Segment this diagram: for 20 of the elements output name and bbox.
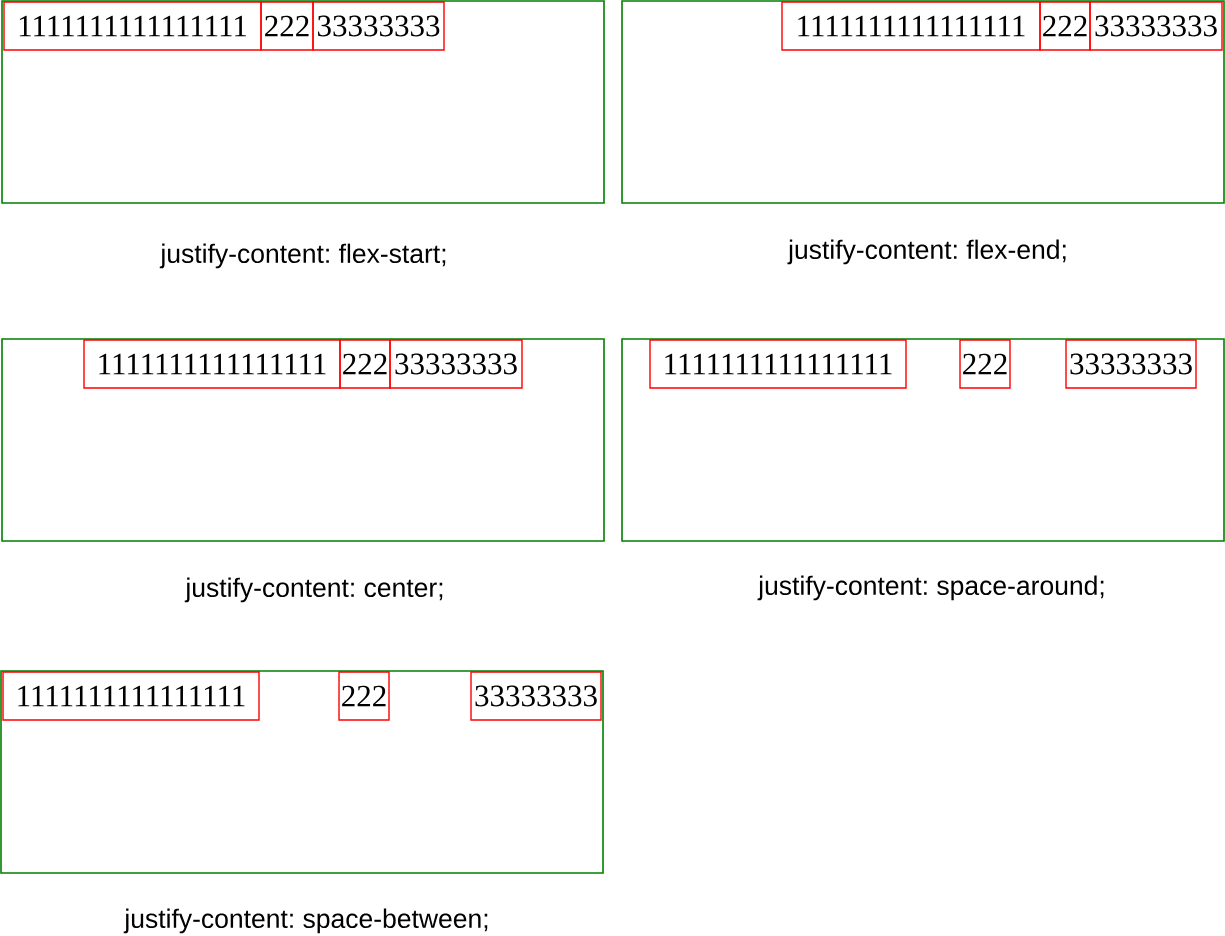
flex-item-box: 222: [338, 671, 390, 721]
flex-item-box: 1111111111111111: [781, 1, 1041, 51]
flex-item-box: 33333333: [1089, 1, 1223, 51]
flex-item-box: 1111111111111111: [3, 1, 262, 51]
flex-item-box: 33333333: [312, 1, 445, 51]
flex-item-box: 33333333: [1065, 339, 1197, 389]
flex-item-box: 1111111111111111: [649, 339, 907, 389]
flex-item-box: 222: [959, 339, 1011, 389]
box-label: justify-content: space-around;: [757, 575, 1104, 601]
box-label: justify-content: space-between;: [123, 908, 488, 934]
flex-item-box: 222: [1039, 1, 1091, 51]
box-label: justify-content: flex-start;: [159, 243, 446, 269]
box-label: justify-content: center;: [184, 577, 443, 603]
flex-item-box: 1111111111111111: [83, 339, 341, 389]
flex-item-box: 222: [339, 339, 391, 389]
flex-item-box: 222: [260, 1, 314, 51]
box-label: justify-content: flex-end;: [787, 239, 1066, 265]
flex-item-box: 33333333: [389, 339, 523, 389]
flex-item-box: 1111111111111111: [2, 671, 260, 721]
flex-item-box: 33333333: [470, 671, 602, 721]
